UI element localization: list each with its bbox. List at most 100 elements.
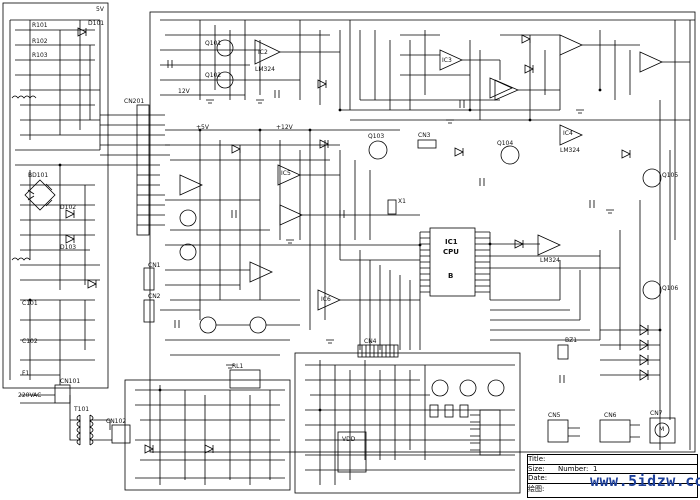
cn102-connector [111,424,131,444]
file-label: 绘图: [528,485,545,493]
q101-label: Q101 [205,40,222,47]
cn101-label: CN101 [60,378,81,385]
ic5-label: IC5 [281,170,291,177]
cn3-label: CN3 [418,132,431,139]
title-row: Title: [528,455,697,463]
number-value: 1 [593,465,598,473]
transformer [76,414,94,446]
top-opamp-3 [494,79,520,101]
file-row: 绘图: [528,483,697,494]
lower-left-frame [124,379,291,491]
mid-opamp-1 [179,174,203,196]
lm324-label-c: LM324 [560,147,580,154]
transformer-label: T101 [74,406,90,413]
c102-label: C102 [22,338,38,345]
bridge-rectifier [24,179,56,211]
mid-opamp-5 [317,289,341,311]
cn7-connector [649,417,676,444]
cn1-label: CN1 [148,262,161,269]
ic6-label: IC6 [321,296,331,303]
cn6-label: CN6 [604,412,617,419]
top-opamp-1 [254,39,281,65]
d101-label: D101 [88,20,105,27]
crystal [387,199,397,215]
voltage-label-5v: 5V [96,6,104,13]
cn5-connector [547,419,569,443]
mid-opamp-3 [279,204,303,226]
number-label: Number: [558,465,589,473]
c101-label: C101 [22,300,38,307]
cn5-label: CN5 [548,412,561,419]
cpu-label-name: CPU [443,248,459,256]
main-board-frame [149,11,696,453]
q105-label: Q105 [662,172,679,179]
voltage-label-12v: 12V [178,88,190,95]
voltage-label-plus12v: +12V [276,124,293,131]
q104-transistor [500,145,520,165]
date-label: Date: [528,474,548,482]
cn3-connector [417,139,437,149]
q102-transistor [216,71,234,89]
lm324-label-a: LM324 [255,66,275,73]
q101-transistor [216,39,234,57]
date-row: Date: [528,473,697,482]
q103-label: Q103 [368,133,385,140]
crystal-label: X1 [398,198,406,205]
q106-label: Q106 [662,285,679,292]
cn1-connector [143,267,155,291]
voltage-label-plus5v: +5V [196,124,209,131]
q106-transistor [642,280,662,300]
power-supply-frame [2,2,109,389]
title-label: Title: [528,455,546,463]
ic3-label: IC3 [442,57,452,64]
title-block: Title: Size: Number: 1 Date: 绘图: [527,454,698,498]
bridge-label: BD101 [28,172,49,179]
d103-label: D103 [60,244,77,251]
right-opamp-1 [559,124,583,146]
top-opamp-2 [439,49,463,71]
cn2-label: CN2 [148,293,161,300]
q102-label: Q102 [205,72,222,79]
r103-label: R103 [32,52,48,59]
cn6-connector [599,419,631,443]
q103-transistor [368,140,388,160]
r101-label: R101 [32,22,48,29]
size-row: Size: Number: 1 [528,464,697,473]
lm324-label-b: LM324 [540,257,560,264]
cpu-pin-label: B [448,272,454,280]
cn101-connector [54,384,71,404]
d102-label: D102 [60,204,77,211]
relay-label: RL1 [232,363,244,370]
mid-opamp-2 [277,164,301,186]
led-display [479,409,501,456]
cn2-connector [143,299,155,323]
cpu-label-ic: IC1 [445,238,458,246]
size-label: Size: [528,465,545,473]
ac-input-label: 220VAC [18,392,42,399]
fuse-label: F1 [22,370,30,377]
motor [654,422,670,438]
r102-label: R102 [32,38,48,45]
ic2-label: IC2 [258,49,268,56]
cn201-connector [136,104,150,236]
top-opamp-5 [639,51,663,73]
display-ic-label: VDD [342,436,356,443]
cn201-label: CN201 [124,98,145,105]
right-opamp-2 [537,234,561,256]
display-board-frame [294,352,521,494]
inductor-coil [11,95,37,99]
motor-label: M [659,426,665,433]
q104-label: Q104 [497,140,514,147]
ic4-label: IC4 [563,130,573,137]
cn4-label: CN4 [364,338,377,345]
mid-opamp-4 [249,261,273,283]
watermark-text: www.5idzw.com [590,472,700,490]
cn102-label: CN102 [106,418,127,425]
display-ic [337,431,367,473]
buzzer [557,344,569,360]
buzzer-label: BZ1 [565,337,578,344]
cn7-label: CN7 [650,410,663,417]
top-opamp-4 [559,34,583,56]
q105-transistor [642,168,662,188]
